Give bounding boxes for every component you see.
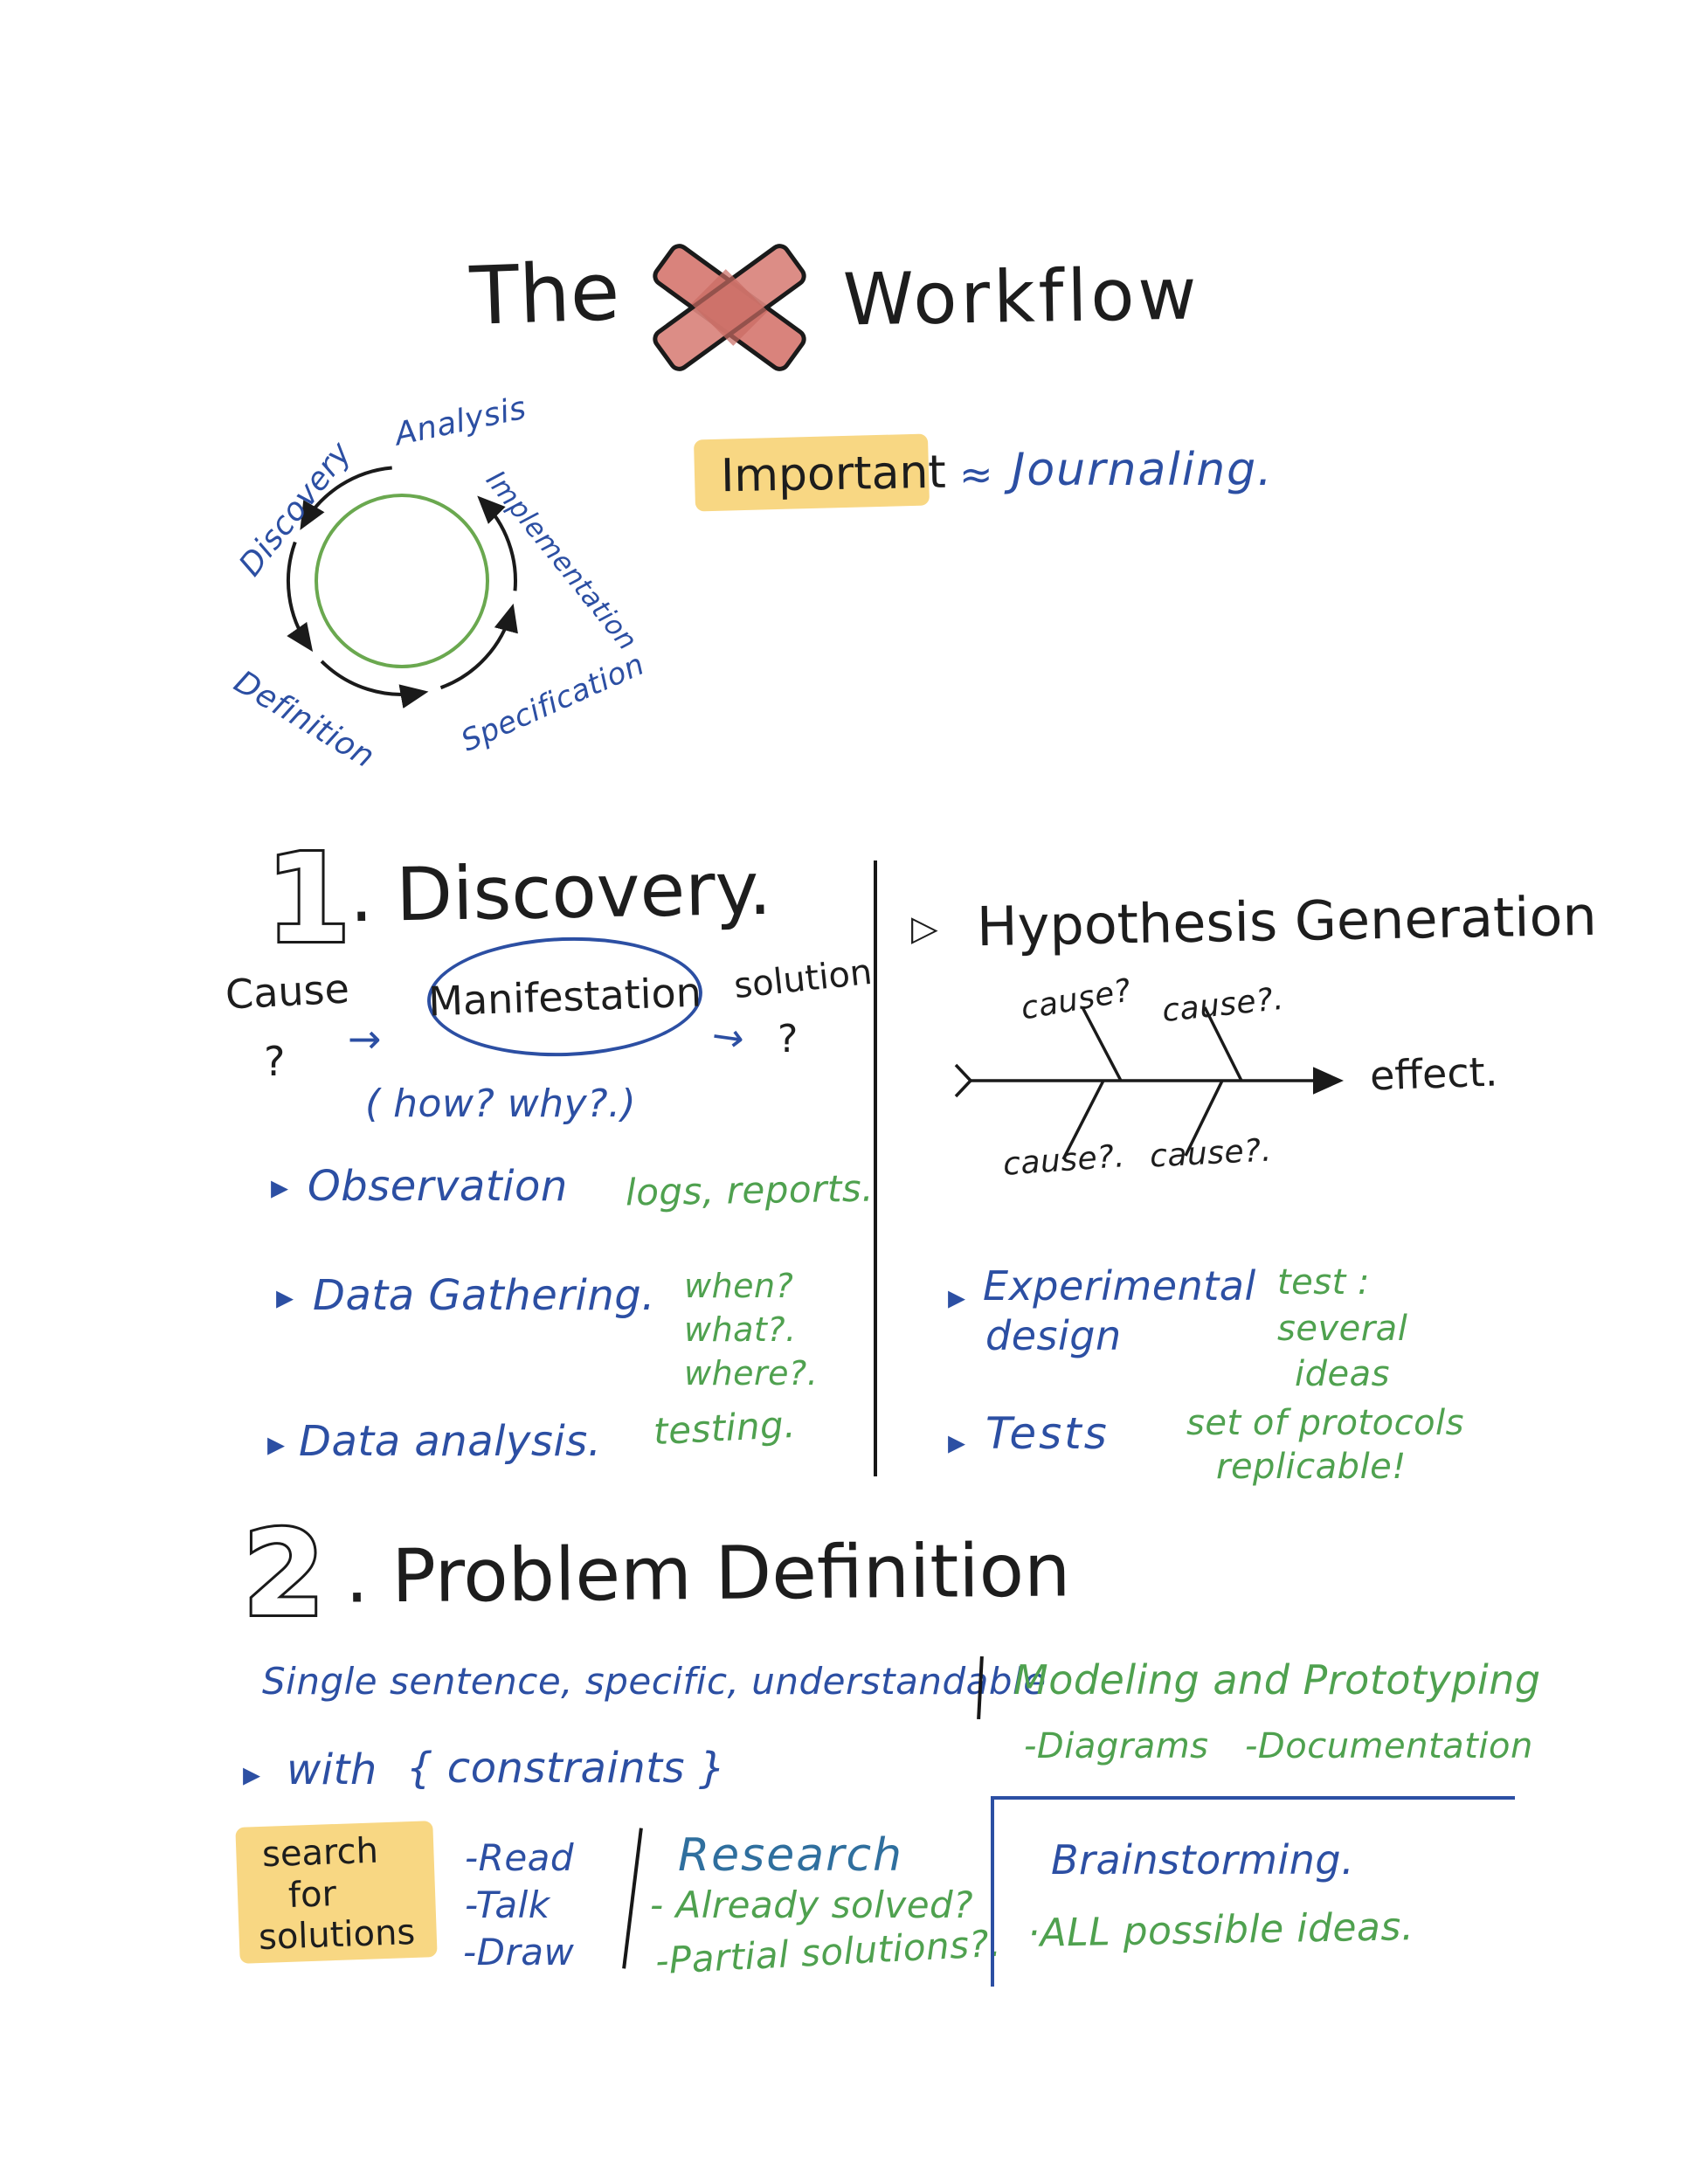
bullet-icon: ▸: [271, 1167, 289, 1207]
research-item-1: - Already solved?: [650, 1883, 974, 1926]
note-experimental-2: several: [1277, 1309, 1408, 1349]
bullet-data-gathering: Data Gathering.: [313, 1271, 655, 1320]
flow-hint: ( how? why?.): [365, 1082, 637, 1126]
flow-manifestation-label: Manifestation: [427, 968, 702, 1026]
bullet-icon: ▸: [948, 1277, 966, 1317]
modeling-title: Modeling and Prototyping: [1013, 1656, 1541, 1704]
section1-number: 1: [253, 826, 367, 973]
bullet-observation: Observation: [308, 1162, 568, 1211]
bullet-experimental-line1: Experimental: [983, 1262, 1256, 1310]
bullet-data-analysis: Data analysis.: [299, 1417, 602, 1466]
flow-cause: Cause: [224, 964, 351, 1019]
note-gathering-where: where?.: [684, 1354, 819, 1393]
bullet-icon: ▸: [948, 1422, 966, 1462]
svg-text:2: 2: [243, 1505, 325, 1642]
modeling-item-1: -Diagrams: [1024, 1726, 1209, 1766]
search-line-3: solutions: [258, 1911, 416, 1959]
note-tests-2: replicable!: [1216, 1447, 1407, 1487]
flow-arrow-left-icon: →: [348, 1015, 382, 1062]
constraints-lead: with: [287, 1745, 377, 1794]
note-experimental-3: ideas: [1295, 1354, 1390, 1394]
important-note: Journaling.: [1012, 444, 1274, 496]
constraints-braces: { constraints }: [406, 1744, 726, 1793]
flow-solution: solution: [732, 951, 875, 1007]
note-observation: logs, reports.: [625, 1166, 875, 1214]
fishbone-cause-bottom-right: cause?.: [1149, 1132, 1273, 1175]
bullet-experimental-line2: design: [985, 1312, 1122, 1359]
research-title: Research: [678, 1829, 903, 1882]
note-experimental-1: test :: [1277, 1262, 1371, 1303]
title-post: Workflow: [842, 252, 1201, 342]
research-divider: [622, 1828, 643, 1969]
method-read: -Read: [465, 1836, 575, 1879]
red-x-icon: [653, 244, 806, 371]
fishbone-effect: effect.: [1369, 1047, 1499, 1100]
method-draw: -Draw: [463, 1931, 575, 1973]
brainstorm-left-border: [991, 1796, 994, 1987]
research-item-2: -Partial solutions?.: [653, 1921, 1003, 1983]
section2-subtitle: Single sentence, specific, understandabl…: [262, 1660, 1047, 1703]
note-gathering-when: when?: [684, 1267, 794, 1305]
workflow-cycle-diagram: [286, 466, 518, 708]
approx-icon: ≈: [959, 451, 994, 498]
bullet-tests: Tests: [985, 1408, 1110, 1459]
section1-column-divider: [874, 860, 877, 1476]
fishbone-diagram: [954, 1006, 1344, 1160]
modeling-underline: [991, 1796, 1515, 1800]
section1-title: . Discovery.: [349, 845, 772, 939]
flow-arrow-right-icon: →: [709, 1013, 748, 1062]
bullet-icon: ▸: [243, 1754, 261, 1794]
note-analysis: testing.: [652, 1402, 798, 1454]
flow-solution-question: ?: [778, 1017, 799, 1061]
method-talk: -Talk: [465, 1883, 550, 1926]
modeling-item-2: -Documentation: [1245, 1726, 1533, 1766]
search-line-2: for: [287, 1874, 337, 1916]
section2-title: . Problem Definition: [344, 1527, 1071, 1620]
triangle-outline-icon: ▷: [911, 909, 938, 949]
important-label: Important: [720, 446, 947, 503]
bullet-icon: ▸: [267, 1424, 286, 1464]
brainstorming-title: Brainstorming.: [1051, 1836, 1355, 1883]
search-line-1: search: [261, 1830, 379, 1876]
note-gathering-what: what?.: [684, 1310, 797, 1349]
note-tests-1: set of protocols: [1186, 1403, 1464, 1443]
brainstorming-note: ·ALL possible ideas.: [1027, 1904, 1414, 1956]
flow-cause-question: ?: [264, 1038, 286, 1085]
section2-number: 2: [236, 1501, 358, 1645]
hypothesis-heading: Hypothesis Generation: [976, 883, 1598, 959]
title-pre: The: [468, 245, 621, 343]
flow-manifestation-ellipse: Manifestation: [425, 932, 705, 1061]
bullet-icon: ▸: [276, 1277, 294, 1317]
svg-text:1: 1: [266, 828, 350, 971]
